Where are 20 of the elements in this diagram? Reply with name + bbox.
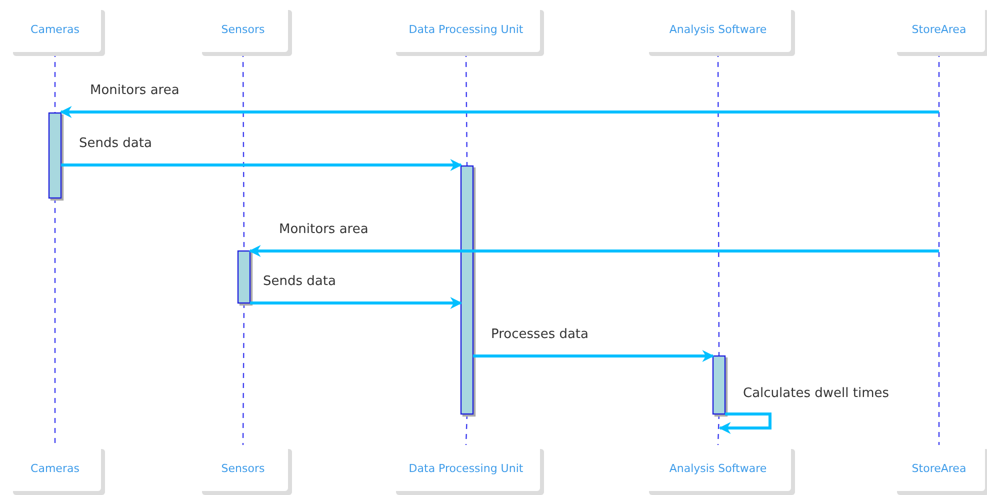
message-arrow [473, 350, 714, 362]
activation-bar [48, 112, 62, 199]
message-label: Processes data [491, 327, 588, 342]
message-label: Calculates dwell times [743, 386, 890, 401]
activation-bar [712, 355, 726, 415]
self-message-arrow [718, 412, 772, 434]
message-arrow [250, 297, 462, 309]
message-label: Sends data [263, 274, 336, 289]
lifeline [717, 414, 720, 446]
message-label: Sends data [79, 136, 152, 151]
message-arrow [248, 245, 939, 257]
activation-bar [237, 250, 251, 304]
activation-bar [460, 165, 474, 415]
message-label: Monitors area [279, 222, 368, 237]
lifeline [242, 303, 245, 445]
message-arrow [60, 106, 939, 118]
message-arrow [61, 159, 462, 171]
message-label: Monitors area [90, 83, 180, 98]
lifeline [465, 414, 468, 446]
lifeline [54, 198, 56, 445]
